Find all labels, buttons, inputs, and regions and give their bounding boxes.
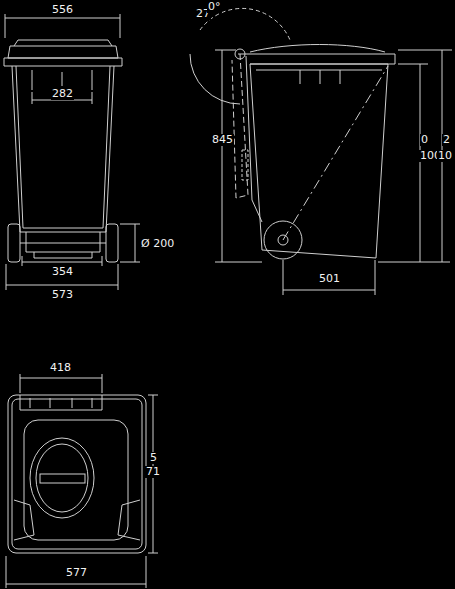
dimension-label: 845: [211, 134, 234, 146]
dimension-label: 556: [51, 4, 74, 16]
top-view: [6, 374, 158, 588]
dimension-label: 10: [437, 150, 453, 162]
dimension-label: 577: [65, 567, 88, 579]
dimension-label: 282: [51, 88, 74, 100]
dimension-label: 0: [420, 134, 429, 146]
dimension-label: 0°: [207, 1, 222, 13]
dimension-label: 501: [318, 273, 341, 285]
dimension-label: 573: [51, 289, 74, 301]
dimension-label: 2: [442, 134, 451, 146]
front-view: [4, 14, 140, 290]
side-view: [190, 8, 452, 295]
dimension-label: Ø 200: [140, 238, 175, 250]
dimension-label: 354: [51, 266, 74, 278]
dimension-label: 71: [145, 466, 161, 478]
dimension-label: 418: [49, 362, 72, 374]
dimension-label: 5: [149, 452, 158, 464]
